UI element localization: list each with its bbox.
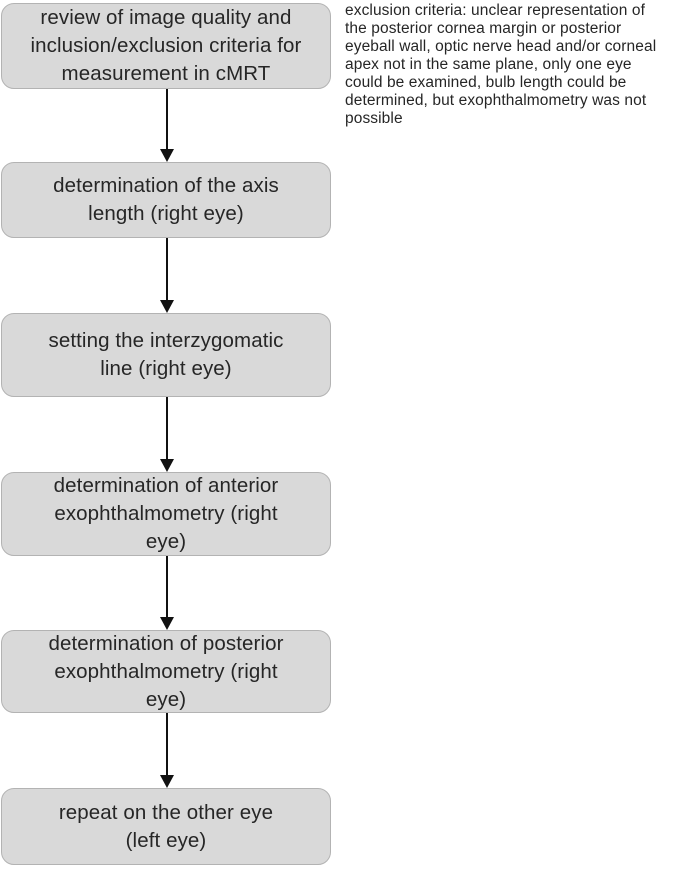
flow-step-label: determination of anterior exophthalmomet… bbox=[53, 474, 279, 553]
flow-step-box: setting the interzygomatic line (right e… bbox=[1, 313, 331, 397]
flow-step-label: determination of posterior exophthalmome… bbox=[48, 631, 284, 711]
flow-step-box: determination of anterior exophthalmomet… bbox=[1, 472, 331, 556]
arrow-head bbox=[160, 775, 174, 788]
arrow-head bbox=[160, 617, 174, 630]
arrow-head bbox=[160, 459, 174, 472]
arrow-stem bbox=[166, 713, 168, 777]
flow-step-label: review of image quality and inclusion/ex… bbox=[30, 6, 302, 85]
down-arrow bbox=[160, 89, 174, 162]
arrow-stem bbox=[166, 89, 168, 151]
flow-step-label: repeat on the other eye (left eye) bbox=[58, 800, 274, 852]
arrow-stem bbox=[166, 556, 168, 619]
arrow-head bbox=[160, 149, 174, 162]
flow-step-box: determination of the axis length (right … bbox=[1, 162, 331, 238]
arrow-stem bbox=[166, 238, 168, 302]
flow-step-label: setting the interzygomatic line (right e… bbox=[48, 329, 284, 380]
flow-step-box: review of image quality and inclusion/ex… bbox=[1, 3, 331, 89]
down-arrow bbox=[160, 238, 174, 313]
down-arrow bbox=[160, 397, 174, 472]
flow-step-box: determination of posterior exophthalmome… bbox=[1, 630, 331, 713]
down-arrow bbox=[160, 713, 174, 788]
flow-step-label: determination of the axis length (right … bbox=[53, 174, 279, 225]
arrow-stem bbox=[166, 397, 168, 461]
exclusion-criteria-note: exclusion criteria: unclear representati… bbox=[345, 2, 657, 127]
arrow-head bbox=[160, 300, 174, 313]
flow-step-box: repeat on the other eye (left eye) bbox=[1, 788, 331, 865]
down-arrow bbox=[160, 556, 174, 630]
